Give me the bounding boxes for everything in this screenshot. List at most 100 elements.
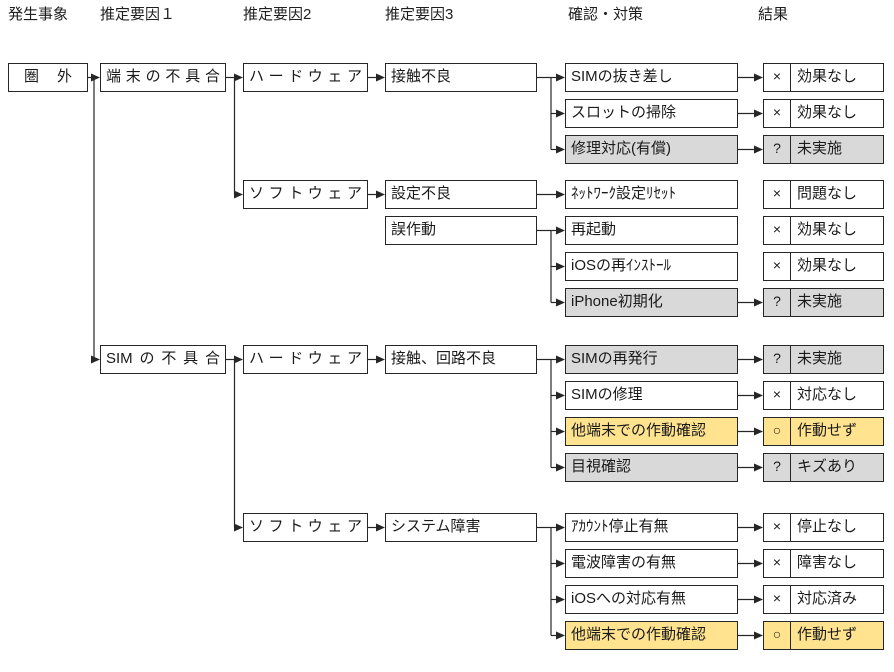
result-restart: × 効果なし <box>763 216 884 245</box>
arrowhead-icon <box>556 631 565 640</box>
result-sim-repair: × 対応なし <box>763 381 884 410</box>
arrowhead-icon <box>234 523 243 532</box>
cause3-setting-failure: 設定不良 <box>385 180 537 209</box>
result-ios-support-check: × 対応済み <box>763 585 884 614</box>
arrowhead-icon <box>556 73 565 82</box>
action-check-on-other-device-2: 他端末での作動確認 <box>565 621 738 650</box>
column-header-cause3: 推定要因3 <box>385 6 454 23</box>
arrowhead-icon <box>754 559 763 568</box>
action-check-on-other-device: 他端末での作動確認 <box>565 417 738 446</box>
result-label: 効果なし <box>797 104 858 121</box>
result-label: キズあり <box>797 458 858 475</box>
arrowhead-icon <box>234 73 243 82</box>
cause3-system-failure: システム障害 <box>385 513 537 542</box>
cause2-software-2: ソフトウェア <box>243 513 368 542</box>
arrowhead-icon <box>556 391 565 400</box>
arrowhead-icon <box>234 355 243 364</box>
arrowhead-icon <box>754 523 763 532</box>
arrowhead-icon <box>376 73 385 82</box>
result-label: 効果なし <box>797 221 858 238</box>
result-check-on-other-device-2: ○作動せず <box>763 621 884 650</box>
result-mark: ? <box>764 346 791 373</box>
result-mark: × <box>764 382 791 409</box>
arrowhead-icon <box>754 427 763 436</box>
arrowhead-icon <box>234 190 243 199</box>
result-mark: × <box>764 514 791 541</box>
result-mark: ? <box>764 454 791 481</box>
result-label: 問題なし <box>797 185 858 202</box>
cause2-hardware-1: ハードウェア <box>243 63 368 92</box>
result-mark: × <box>764 253 791 280</box>
result-network-settings-reset: × 問題なし <box>763 180 884 209</box>
action-radio-outage-check: 電波障害の有無 <box>565 549 738 578</box>
arrowhead-icon <box>556 109 565 118</box>
arrowhead-icon <box>556 523 565 532</box>
cause1-device-fault: 端末の不具合 <box>100 63 226 92</box>
arrowhead-icon <box>556 427 565 436</box>
action-paid-repair: 修理対応(有償) <box>565 135 738 164</box>
result-iphone-factory-reset: ? 未実施 <box>763 288 884 317</box>
action-ios-reinstall: iOSの再ｲﾝｽﾄｰﾙ <box>565 252 738 281</box>
action-sim-reissue: SIMの再発行 <box>565 345 738 374</box>
result-label: 対応済み <box>797 590 858 607</box>
action-restart: 再起動 <box>565 216 738 245</box>
result-account-suspension-check: ×停止なし <box>763 513 884 542</box>
action-visual-inspection: 目視確認 <box>565 453 738 482</box>
action-ios-support-check: iOSへの対応有無 <box>565 585 738 614</box>
result-mark: × <box>764 550 791 577</box>
result-sim-reinsert: × 効果なし <box>763 63 884 92</box>
action-sim-reinsert: SIMの抜き差し <box>565 63 738 92</box>
arrowhead-icon <box>556 463 565 472</box>
arrowhead-icon <box>754 595 763 604</box>
cause2-hardware-2: ハードウェア <box>243 345 368 374</box>
arrowhead-icon <box>556 355 565 364</box>
action-slot-cleaning: スロットの掃除 <box>565 99 738 128</box>
result-sim-reissue: ? 未実施 <box>763 345 884 374</box>
column-header-cause1: 推定要因１ <box>100 6 176 23</box>
result-slot-cleaning: ×効果なし <box>763 99 884 128</box>
arrowhead-icon <box>556 226 565 235</box>
result-mark: × <box>764 181 791 208</box>
result-radio-outage-check: × 障害なし <box>763 549 884 578</box>
result-mark: ○ <box>764 622 791 649</box>
arrowhead-icon <box>754 631 763 640</box>
arrowhead-icon <box>376 190 385 199</box>
result-mark: × <box>764 217 791 244</box>
arrowhead-icon <box>91 355 100 364</box>
arrowhead-icon <box>754 298 763 307</box>
arrowhead-icon <box>754 463 763 472</box>
result-label: 効果なし <box>797 68 858 85</box>
result-label: 障害なし <box>797 554 858 571</box>
column-header-cause2: 推定要因2 <box>243 6 312 23</box>
column-header-check: 確認・対策 <box>568 6 644 23</box>
result-mark: × <box>764 586 791 613</box>
result-label: 対応なし <box>797 386 858 403</box>
result-mark: ? <box>764 136 791 163</box>
result-label: 効果なし <box>797 257 858 274</box>
cause3-contact-circuit-failure: 接触、回路不良 <box>385 345 537 374</box>
arrowhead-icon <box>376 355 385 364</box>
arrowhead-icon <box>556 145 565 154</box>
result-visual-inspection: ? キズあり <box>763 453 884 482</box>
arrowhead-icon <box>376 523 385 532</box>
action-iphone-factory-reset: iPhone初期化 <box>565 288 738 317</box>
result-label: 作動せず <box>797 422 858 439</box>
cause2-software-1: ソフトウェア <box>243 180 368 209</box>
result-label: 未実施 <box>797 293 843 310</box>
action-account-suspension-check: ｱｶｳﾝﾄ停止有無 <box>565 513 738 542</box>
result-mark: ○ <box>764 418 791 445</box>
column-header-event: 発生事象 <box>8 6 69 23</box>
result-mark: ? <box>764 289 791 316</box>
column-header-result: 結果 <box>758 6 789 23</box>
arrowhead-icon <box>556 559 565 568</box>
arrowhead-icon <box>556 190 565 199</box>
result-label: 未実施 <box>797 350 843 367</box>
arrowhead-icon <box>556 595 565 604</box>
result-label: 未実施 <box>797 140 843 157</box>
cause3-malfunction: 誤作動 <box>385 216 537 245</box>
cause1-sim-fault: SIMの不具合 <box>100 345 226 374</box>
result-mark: × <box>764 64 791 91</box>
action-sim-repair: SIMの修理 <box>565 381 738 410</box>
